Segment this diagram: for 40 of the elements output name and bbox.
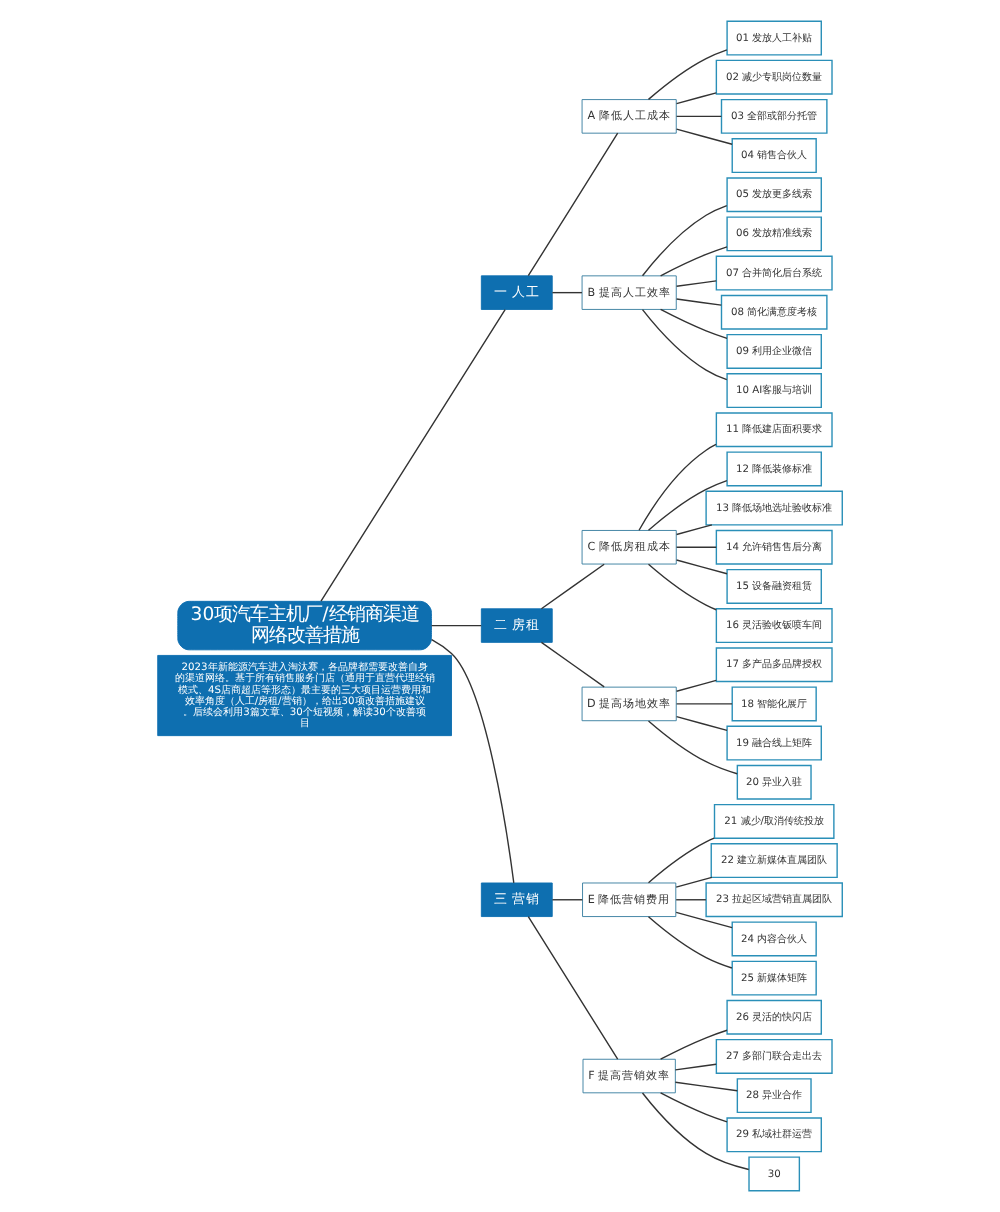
- connector: [659, 1029, 728, 1060]
- connector: [675, 715, 728, 732]
- connector: [551, 291, 583, 294]
- connector: [551, 899, 584, 901]
- connector: [431, 638, 515, 884]
- connector: [647, 480, 728, 531]
- connector: [675, 524, 713, 536]
- connector: [540, 563, 605, 610]
- connector: [647, 563, 717, 611]
- connector: [659, 1092, 728, 1123]
- connector: [320, 308, 506, 602]
- connector: [647, 49, 728, 101]
- connector: [540, 641, 605, 688]
- connector: [527, 915, 619, 1060]
- connector: [659, 308, 728, 340]
- connector: [675, 92, 717, 105]
- connector: [647, 720, 738, 775]
- connector: [641, 204, 728, 277]
- connector: [675, 911, 733, 929]
- connector: [675, 703, 733, 705]
- node-box: 30项汽车主机厂/经销商渠道网络改善措施: [177, 600, 432, 651]
- connector: [674, 1081, 738, 1092]
- connector: [659, 246, 728, 277]
- connector: [675, 679, 717, 692]
- connector: [641, 308, 728, 381]
- connector: [647, 916, 733, 969]
- connector: [675, 546, 717, 548]
- connector: [675, 128, 733, 145]
- connector: [675, 280, 717, 287]
- connector: [430, 624, 482, 627]
- connector: [675, 899, 707, 901]
- connector: [647, 837, 715, 884]
- connector: [674, 1063, 717, 1071]
- connector: [675, 559, 728, 575]
- connector: [675, 298, 722, 306]
- connector: [641, 1092, 750, 1171]
- connector: [675, 115, 722, 118]
- connector: [638, 443, 717, 531]
- connector: [527, 132, 619, 277]
- connector: [675, 876, 713, 888]
